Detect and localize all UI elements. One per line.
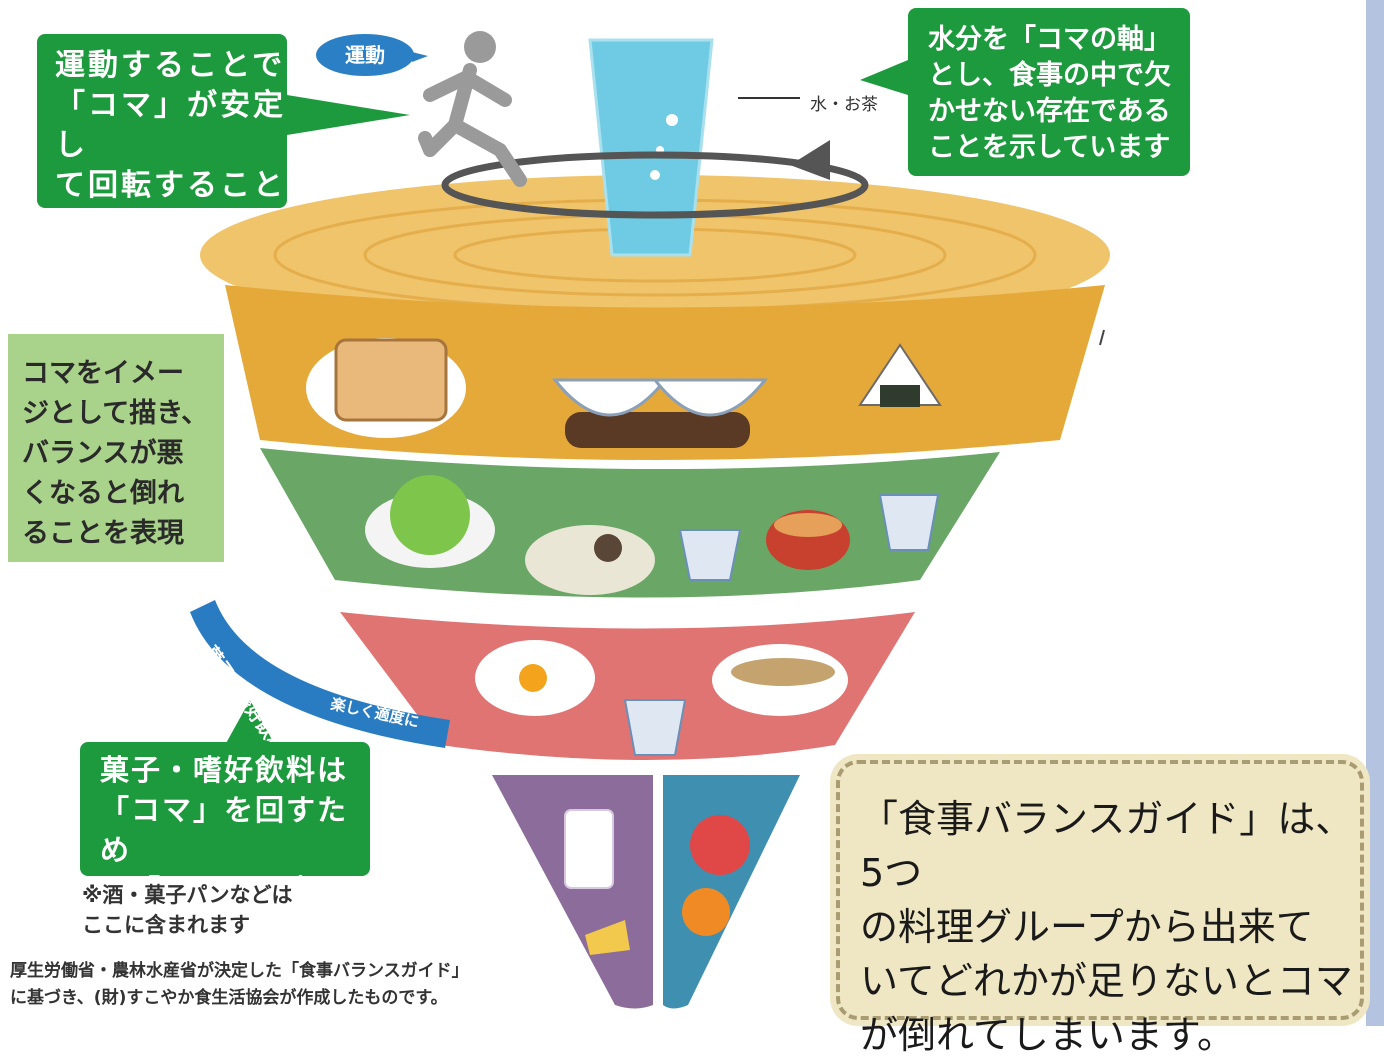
exercise-callout-text: 運動することで 「コマ」が安定し て回転することを 表現 [55,48,286,283]
water-tea-label: 水・お茶 [810,95,878,115]
water-callout: 水分を「コマの軸」 とし、食事の中で欠 かせない存在である ことを示しています [908,8,1190,176]
miso-soup [774,513,842,537]
bubble-1 [666,114,678,126]
apple-icon [690,815,750,875]
water-glass-icon [588,38,714,257]
egg-yolk [519,664,547,692]
rope-band [190,600,450,748]
water-callout-tail [860,60,908,95]
rotation-arrow [441,151,869,219]
balance-callout-text: コマをイメー ジとして描き、 バランスが悪 くなると倒れ ることを表現 [22,358,209,549]
water-callout-text: 水分を「コマの軸」 とし、食事の中で欠 かせない存在である ことを示しています [928,24,1171,163]
source-note: 厚生労働省・農林水産省が決定した「食事バランスガイド」 に基づき、(財)すこやか… [10,961,469,1008]
alcohol-note: ※酒・菓子パンなどは ここに含まれます [82,883,293,937]
sweets-callout: 菓子・嗜好飲料は 「コマ」を回すため の「ヒモ」で表現 [80,742,370,907]
milk-glass-icon [564,809,614,889]
rice-tray [565,412,750,448]
small-bowl-seaweed [878,494,940,551]
balance-spinning-top-illustration [190,31,1110,1009]
summary-box: 「食事バランスガイド」は、5つ の料理グループから出来て いてどれかが足りないと… [836,760,1364,1057]
onigiri-nori [880,385,920,407]
toast-icon [334,338,448,422]
sweets-callout-text: 菓子・嗜好飲料は 「コマ」を回すため の「ヒモ」で表現 [100,753,349,907]
right-edge-bar [1366,0,1384,1026]
fruit-tier [663,775,800,1009]
sweets-callout-tail [225,700,275,745]
balance-callout: コマをイメー ジとして描き、 バランスが悪 くなると倒れ ることを表現 [8,334,224,562]
summary-text: 「食事バランスガイド」は、5つ の料理グループから出来て いてどれかが足りないと… [860,797,1354,1057]
runner-icon [418,31,527,187]
rope-label: 菓子・嗜好飲料 楽しく適度に [200,600,440,757]
rice-bowl-right [651,378,769,417]
mushroom-icon [594,534,622,562]
small-bowl-spinach [678,529,742,581]
rope-sub-label: 楽しく適度に [329,694,421,732]
rotation-arrowhead [790,140,830,180]
orange-icon [682,888,730,936]
bubble-3 [650,170,660,180]
salad-greens [390,475,470,555]
exercise-label: 運動 [316,34,414,76]
fish-icon [731,658,835,686]
tofu-bowl [623,699,687,756]
exercise-label-tail [412,52,428,62]
exercise-callout: 運動することで 「コマ」が安定し て回転することを 表現 [37,34,287,283]
vegetable-stew-bowl [525,525,655,595]
exercise-callout-tail [287,95,410,135]
stray-mark [1099,329,1105,346]
cheese-icon [585,920,630,955]
